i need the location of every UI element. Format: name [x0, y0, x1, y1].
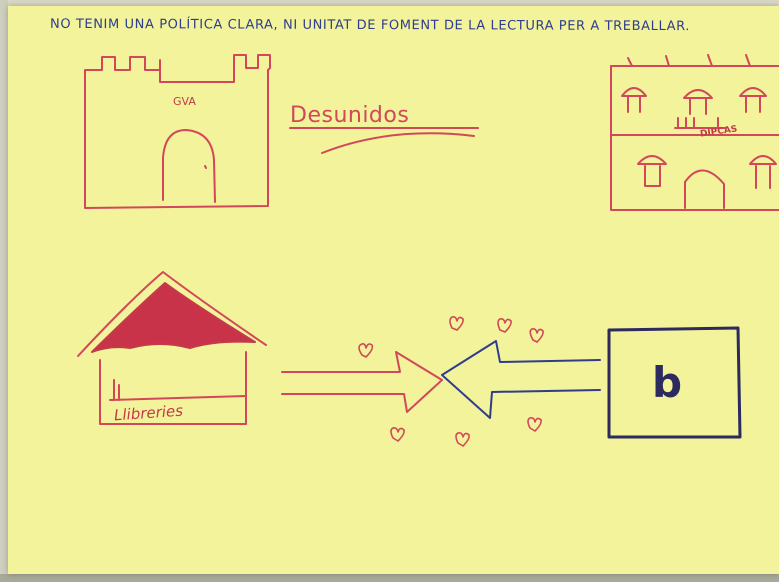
heart-icon — [450, 317, 463, 330]
castle-drawing — [85, 55, 270, 208]
heart-icon — [528, 418, 541, 431]
headline-text: NO TENIM UNA POLÍTICA CLARA, NI UNITAT D… — [50, 17, 690, 34]
building-drawing — [611, 55, 779, 210]
kiosk-drawing — [78, 272, 266, 424]
center-word: Desunidos — [290, 103, 409, 128]
heart-icon — [456, 433, 469, 446]
blue-arrow — [442, 341, 600, 418]
hearts — [359, 317, 543, 446]
red-arrow — [282, 352, 442, 412]
underline — [290, 128, 478, 153]
castle-label: GVA — [173, 95, 196, 108]
heart-icon — [359, 344, 372, 357]
heart-icon — [391, 428, 404, 441]
heart-icon — [498, 319, 511, 332]
box-letter: b — [652, 358, 682, 407]
heart-icon — [530, 329, 543, 342]
